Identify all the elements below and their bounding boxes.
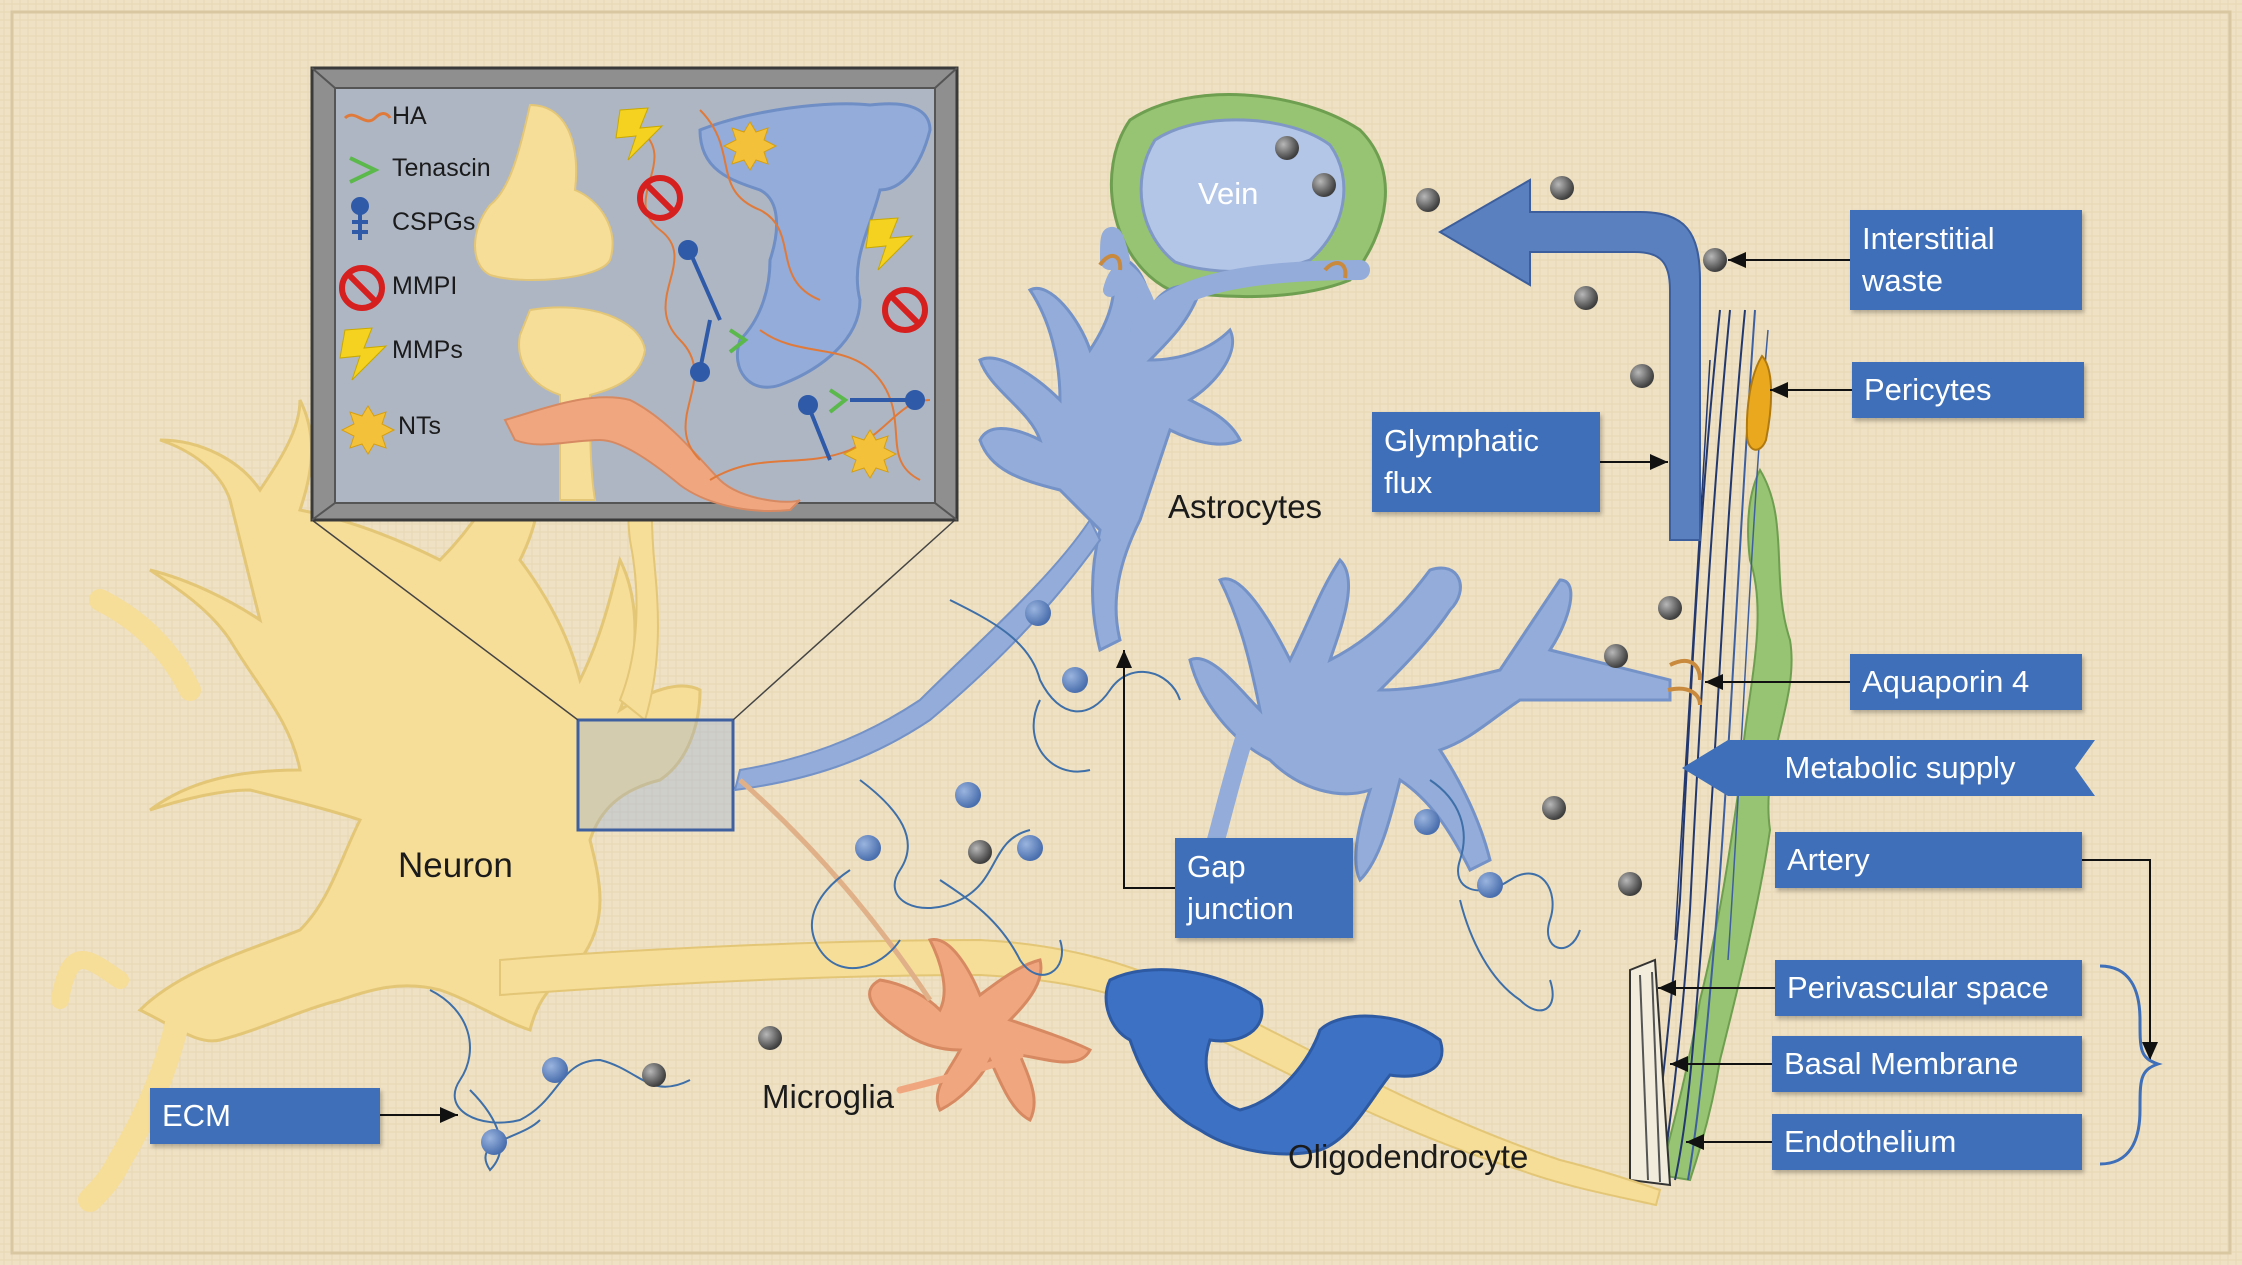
legend-label-mmps: MMPs [392, 336, 463, 364]
astrocytes-label: Astrocytes [1168, 488, 1323, 525]
ecm-fibres [429, 599, 1581, 1172]
astrocyte-upper [733, 226, 1370, 792]
oligodendrocyte-cell [1104, 968, 1444, 1156]
metabolic-supply-label: Metabolic supply [1784, 750, 2016, 785]
glymphatic-flux-arrow [1438, 178, 1701, 541]
neuron-label: Neuron [398, 846, 513, 885]
vein-label: Vein [1198, 176, 1259, 211]
legend-label-cspgs: CSPGs [392, 208, 476, 236]
metabolic-supply-ribbon [1682, 740, 2095, 796]
aquaporin-channels [1098, 254, 1702, 706]
pericytes-label: Pericytes [1852, 362, 2084, 418]
artery-wall [1649, 309, 1793, 1182]
legend-icons [339, 112, 396, 455]
ecm-nodes [481, 600, 1503, 1155]
connector-lines [380, 252, 2158, 1150]
vein [1109, 93, 1387, 299]
cspg-icon [351, 197, 369, 240]
basal-membrane-label: Basal Membrane [1772, 1036, 2082, 1092]
ecm-label: ECM [150, 1088, 380, 1144]
waste-particles [642, 136, 1727, 1087]
microglia-cell [738, 778, 1093, 1123]
artery-label: Artery [1775, 832, 2082, 888]
legend-label-mmpi: MMPI [392, 272, 458, 300]
endothelium-section [1629, 958, 1672, 1187]
zoom-guide-left [311, 519, 579, 721]
zoom-guide-right [732, 519, 956, 721]
frame [10, 10, 2232, 1255]
legend-label-ha: HA [392, 102, 427, 130]
aquaporin-label: Aquaporin 4 [1850, 654, 2082, 710]
inset-panel [310, 66, 959, 522]
endothelium-label: Endothelium [1772, 1114, 2082, 1170]
legend-label-nts: NTs [398, 412, 442, 440]
no-symbol-icon [339, 265, 385, 311]
oligodendrocyte-label: Oligodendrocyte [1288, 1138, 1529, 1175]
starburst-icon [340, 405, 396, 455]
lightning-icon [339, 327, 388, 381]
perivascular-space-label: Perivascular space [1775, 960, 2082, 1016]
wavy-line-icon [343, 112, 392, 123]
zoom-region-box [576, 718, 735, 832]
chevron-icon [349, 156, 380, 184]
microglia-label: Microglia [762, 1078, 895, 1115]
grouping-brace [2099, 964, 2163, 1166]
legend-label-tenascin: Tenascin [392, 154, 491, 182]
